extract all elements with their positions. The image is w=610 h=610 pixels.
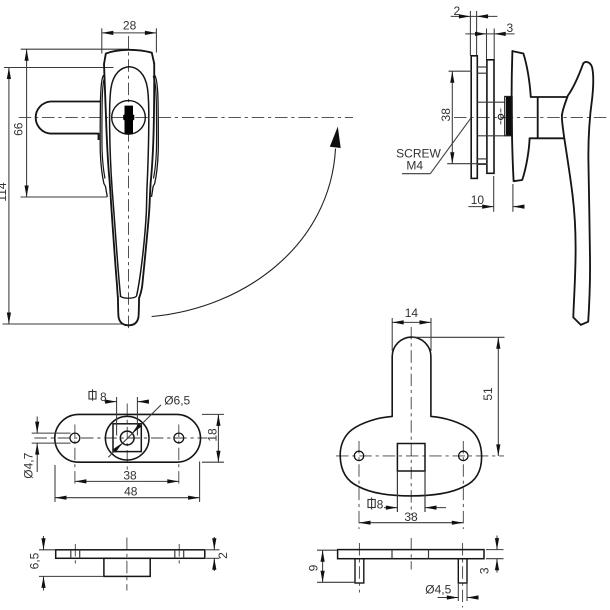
svg-text:114: 114 <box>0 182 9 201</box>
svg-text:18: 18 <box>205 428 219 442</box>
svg-text:48: 48 <box>124 485 138 499</box>
svg-text:Ø4,5: Ø4,5 <box>425 582 451 596</box>
svg-text:Ø6,5: Ø6,5 <box>164 393 190 407</box>
svg-text:10: 10 <box>471 193 485 207</box>
svg-text:2: 2 <box>216 552 230 559</box>
svg-text:38: 38 <box>439 108 453 122</box>
svg-text:8: 8 <box>377 497 384 511</box>
svg-text:38: 38 <box>123 468 137 482</box>
svg-text:9: 9 <box>307 564 321 571</box>
svg-text:SCREW: SCREW <box>396 147 441 161</box>
svg-text:51: 51 <box>481 387 495 401</box>
svg-text:M4: M4 <box>406 158 423 172</box>
svg-text:Ø4,7: Ø4,7 <box>22 452 36 478</box>
svg-text:6,5: 6,5 <box>28 552 42 569</box>
svg-text:8: 8 <box>100 390 107 404</box>
svg-text:2: 2 <box>453 4 460 18</box>
svg-text:66: 66 <box>12 122 26 136</box>
svg-text:3: 3 <box>507 21 514 35</box>
svg-text:3: 3 <box>478 567 492 574</box>
svg-text:28: 28 <box>123 19 137 33</box>
svg-text:38: 38 <box>404 510 418 524</box>
svg-text:14: 14 <box>405 306 419 320</box>
